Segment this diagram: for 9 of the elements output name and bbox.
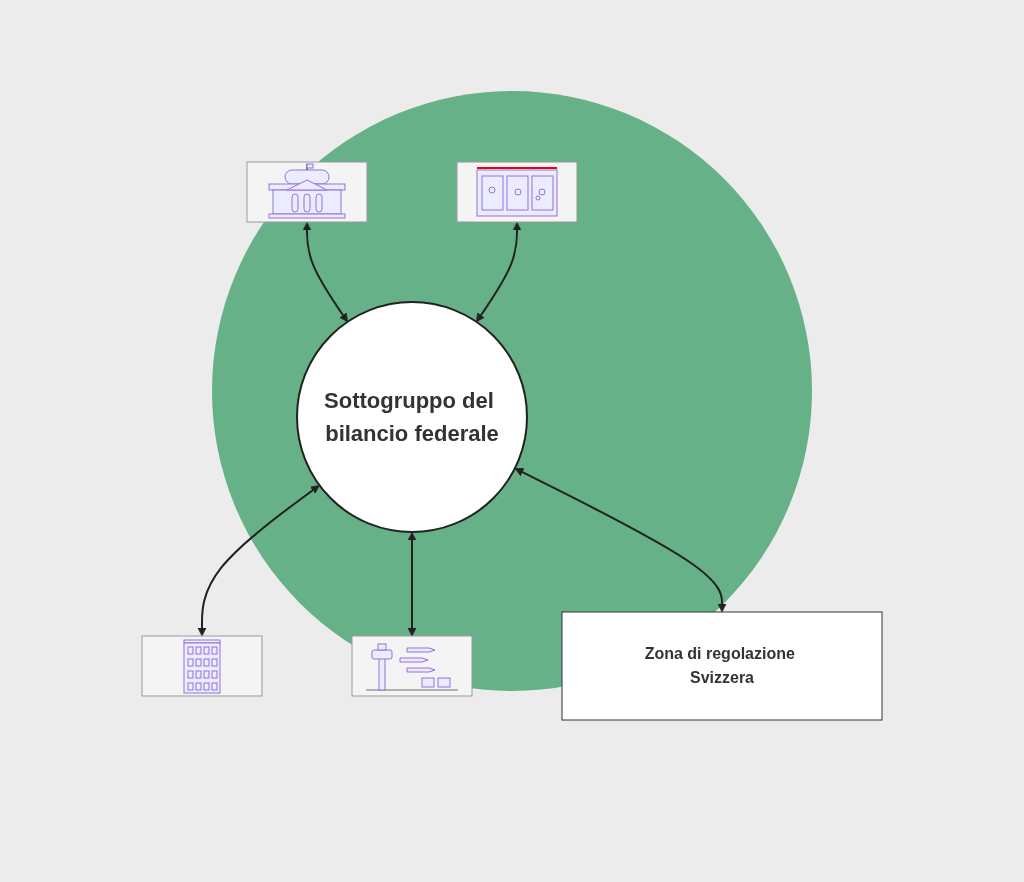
arrow <box>514 468 727 613</box>
node-picture <box>351 635 473 697</box>
node-box: Zona di regolazione Svizzera <box>561 611 883 721</box>
arrow <box>476 222 522 323</box>
node-picture <box>456 161 578 223</box>
arrow <box>197 485 320 637</box>
arrow <box>407 532 417 637</box>
arrow <box>302 222 348 323</box>
node-circle: Sottogruppo del bilancio federale <box>296 301 528 533</box>
